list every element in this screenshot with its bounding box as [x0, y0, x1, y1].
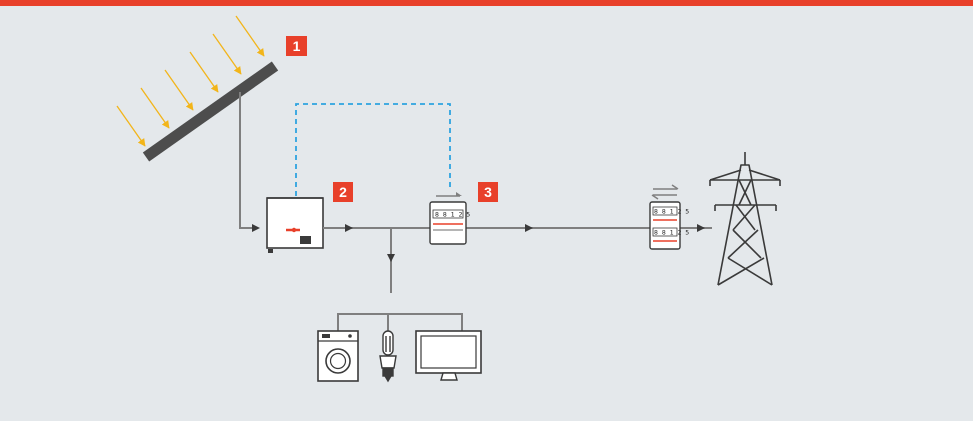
- ac-arrow-2: [525, 224, 533, 232]
- ac-arrow-3: [697, 224, 705, 232]
- marker-1-label: 1: [293, 38, 301, 54]
- grid-meter-reading-bottom: 8 8 1 2 5: [654, 229, 689, 237]
- meter-reading: 8 8 1 2 5: [435, 211, 470, 219]
- meter-flow-arrow-icon: [436, 192, 462, 197]
- grid-meter-reading-top: 8 8 1 2 5: [654, 208, 689, 216]
- solar-panel-icon: [142, 61, 279, 162]
- dc-cable-arrow: [252, 224, 260, 232]
- inverter-icon: [266, 197, 324, 253]
- grid-meter-icon: 8 8 1 2 5 8 8 1 2 5: [649, 201, 689, 250]
- light-bulb-icon: [379, 330, 397, 383]
- monitor-icon: [415, 330, 482, 381]
- washing-machine-icon: [317, 330, 359, 382]
- power-pylon-icon: [709, 152, 781, 286]
- energy-meter-icon: 8 8 1 2 5: [429, 201, 470, 245]
- bidirectional-arrow-icon: [651, 184, 679, 200]
- ac-arrow-down: [387, 254, 395, 262]
- ac-line: [323, 227, 712, 331]
- marker-3-label: 3: [484, 184, 492, 200]
- sun-ray-icon: [116, 15, 265, 147]
- marker-1-badge: 1: [286, 36, 307, 56]
- dc-cable: [239, 92, 256, 229]
- marker-2-label: 2: [339, 184, 347, 200]
- ac-arrow-1: [345, 224, 353, 232]
- top-accent-bar: [0, 0, 973, 6]
- data-link: [295, 103, 451, 196]
- marker-3-badge: 3: [478, 182, 498, 202]
- marker-2-badge: 2: [333, 182, 353, 202]
